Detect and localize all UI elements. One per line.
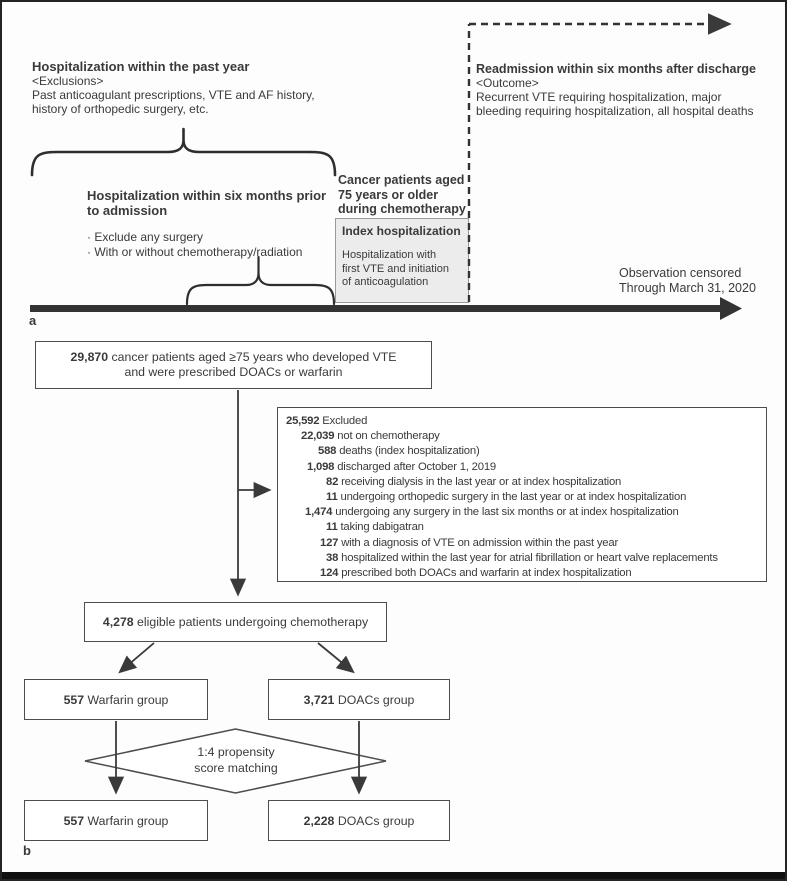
excluded-line: 1,098 discharged after October 1, 2019 [307, 460, 496, 473]
initial-cohort-text: cancer patients aged ≥75 years who devel… [108, 349, 397, 364]
doacs-matched-count: 2,228 [303, 813, 335, 828]
cancer-patients-block: Cancer patients aged 75 years or older d… [338, 173, 466, 217]
doacs-count: 3,721 [303, 692, 335, 707]
index-body-line: first VTE and initiation [342, 262, 449, 275]
index-hospitalization-box: Index hospitalization Hospitalization wi… [335, 218, 469, 303]
doacs-text: DOACs group [334, 692, 415, 707]
observation-line: Observation censored [619, 266, 742, 280]
readmission-line: bleeding requiring hospitalization, all … [476, 104, 754, 118]
warfarin-matched-count: 557 [63, 813, 85, 828]
excluded-line: 82 receiving dialysis in the last year o… [326, 475, 622, 488]
excluded-line: 1,474 undergoing any surgery in the last… [305, 506, 679, 519]
observation-line: Through March 31, 2020 [619, 281, 756, 295]
six-months-bullet: · With or without chemotherapy/radiation [87, 244, 303, 259]
flow-box-doacs: 3,721 DOACs group [268, 679, 450, 720]
figure-bottom-rule [2, 872, 785, 879]
flow-box-eligible: 4,278 eligible patients undergoing chemo… [84, 602, 387, 642]
initial-cohort-line2: and were prescribed DOACs or warfarin [124, 365, 343, 379]
past-year-line: history of orthopedic surgery, etc. [32, 102, 209, 116]
exclusions-tag: <Exclusions> [32, 74, 104, 88]
six-months-block: Hospitalization within six months prior … [87, 188, 326, 259]
excluded-line: 22,039 not on chemotherapy [301, 430, 440, 443]
eligible-text: eligible patients undergoing chemotherap… [133, 615, 369, 629]
warfarin-matched-text: Warfarin group [84, 813, 169, 828]
flow-box-excluded: 25,592 Excluded 22,039 not on chemotherap… [277, 407, 767, 582]
cancer-patients-line: during chemotherapy [338, 202, 466, 216]
index-body-line: Hospitalization with [342, 249, 437, 261]
connector-eligible-to-warfarin [118, 642, 155, 674]
past-year-title: Hospitalization within the past year [32, 59, 250, 74]
cancer-patients-line: Cancer patients aged [338, 173, 465, 187]
panel-b-label: b [23, 843, 31, 858]
readmission-block: Readmission within six months after disc… [476, 62, 756, 118]
excluded-line: 11 undergoing orthopedic surgery in the … [326, 491, 687, 504]
matching-line: score matching [194, 760, 278, 775]
outcome-tag: <Outcome> [476, 76, 539, 90]
doacs-matched-text: DOACs group [334, 813, 415, 828]
index-hospitalization-body: Hospitalization with first VTE and initi… [342, 249, 463, 290]
six-months-title-line: to admission [87, 203, 168, 218]
cancer-patients-line: 75 years or older [338, 187, 439, 202]
six-months-title-line: Hospitalization within six months prior [87, 188, 327, 203]
initial-cohort-line1: 29,870 cancer patients aged ≥75 years wh… [70, 350, 396, 366]
brace-six-months [185, 255, 336, 306]
excluded-line: 124 prescribed both DOACs and warfarin a… [320, 567, 632, 580]
excluded-line: 127 with a diagnosis of VTE on admission… [320, 536, 619, 549]
readmission-line: Recurrent VTE requiring hospitalization,… [476, 90, 722, 104]
index-hospitalization-title: Index hospitalization [342, 224, 461, 238]
connector-eligible-to-doacs [317, 642, 355, 674]
flow-box-doacs-matched: 2,228 DOACs group [268, 800, 450, 841]
six-months-bullet: · Exclude any surgery [87, 230, 204, 244]
warfarin-count: 557 [63, 692, 85, 707]
panel-a-label: a [29, 313, 37, 328]
excluded-list: 25,592 Excluded 22,039 not on chemotherap… [286, 414, 762, 581]
observation-note: Observation censored Through March 31, 2… [619, 266, 756, 296]
past-year-block: Hospitalization within the past year <Ex… [32, 59, 315, 117]
eligible-count: 4,278 [102, 615, 134, 629]
index-body-line: of anticoagulation [342, 276, 429, 288]
excluded-line: 11 taking dabigatran [326, 521, 424, 534]
flow-box-warfarin-matched: 557 Warfarin group [24, 800, 208, 841]
past-year-line: Past anticoagulant prescriptions, VTE an… [32, 88, 315, 102]
warfarin-text: Warfarin group [84, 692, 169, 707]
excluded-line: 25,592 Excluded [286, 415, 368, 427]
matching-line: 1:4 propensity [197, 745, 275, 759]
flow-box-warfarin: 557 Warfarin group [24, 679, 208, 720]
readmission-title: Readmission within six months after disc… [476, 62, 756, 76]
timeline-bar [30, 305, 724, 312]
flow-box-initial-cohort: 29,870 cancer patients aged ≥75 years wh… [35, 341, 432, 389]
excluded-line: 588 deaths (index hospitalization) [318, 445, 480, 458]
brace-past-year [30, 127, 337, 177]
excluded-line: 38 hospitalized within the last year for… [326, 551, 718, 564]
propensity-matching-label: 1:4 propensity score matching [85, 745, 387, 776]
initial-cohort-count: 29,870 [70, 349, 109, 364]
timeline-arrowhead [720, 297, 742, 320]
